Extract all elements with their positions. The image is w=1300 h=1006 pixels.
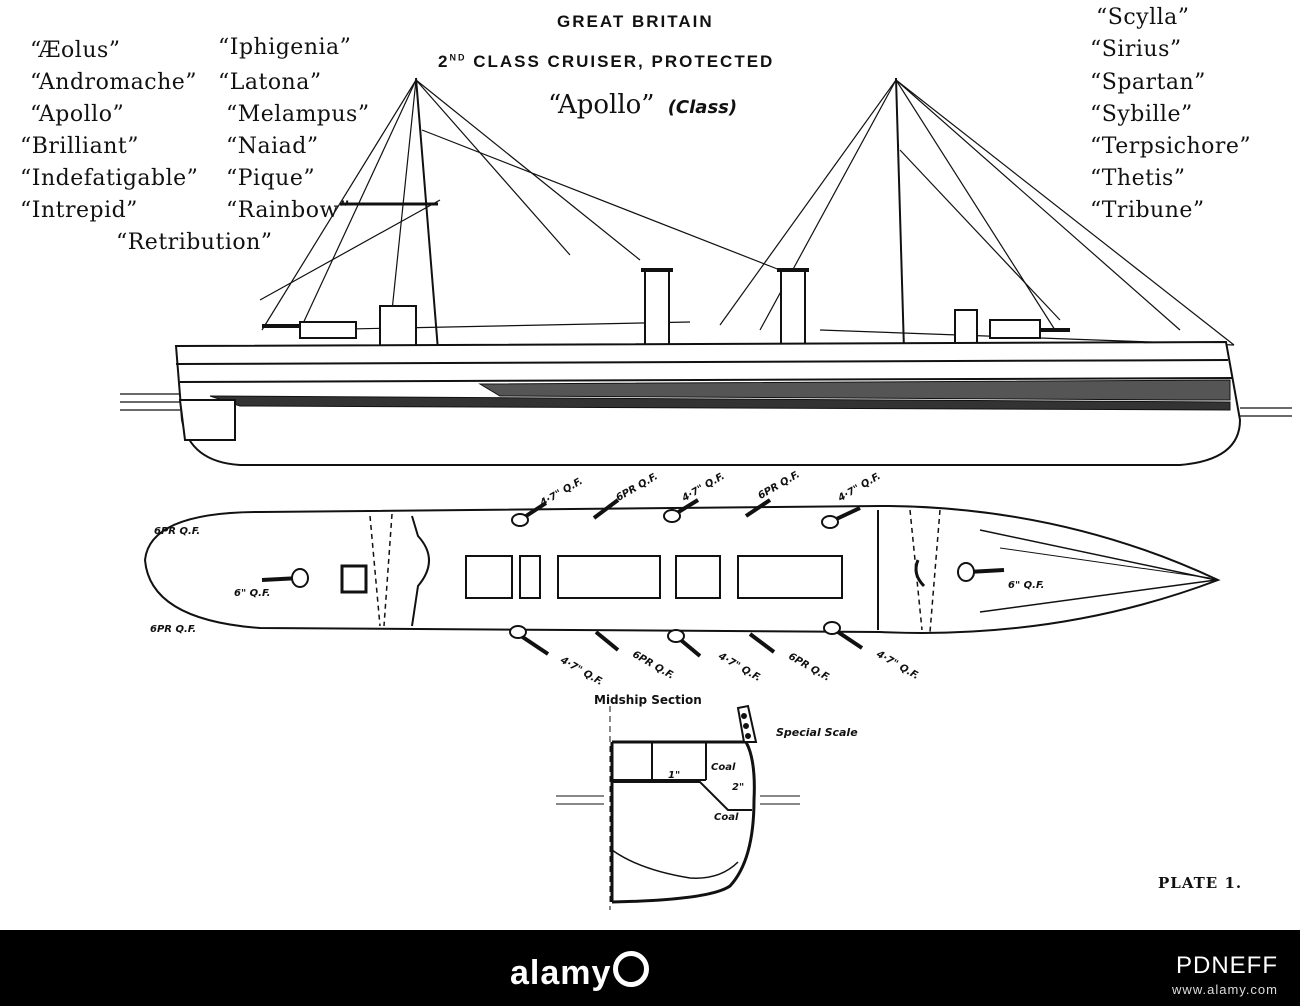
ship-name-indefatigable: “Indefatigable” — [20, 166, 199, 191]
site-url: www.alamy.com — [1172, 982, 1278, 997]
class-suffix: (Class) — [667, 97, 738, 118]
coal-upper-label: Coal — [711, 762, 736, 773]
ship-name-intrepid: “Intrepid” — [20, 198, 138, 223]
aft-funnel — [780, 269, 806, 351]
ship-name-sybille: “Sybille” — [1090, 102, 1193, 127]
ship-name-melampus: “Melampus” — [226, 102, 370, 127]
fore-rigging — [259, 79, 781, 331]
ship-name-tribune: “Tribune” — [1090, 198, 1205, 223]
plate-sheet: GREAT BRITAIN 2ND CLASS CRUISER, PROTECT… — [20, 5, 1292, 910]
fore-funnel — [644, 269, 670, 351]
ram-bow — [178, 399, 236, 441]
armor-2-label: 2" — [732, 782, 745, 793]
plate-label: PLATE 1. — [1158, 874, 1243, 892]
main-mast — [895, 77, 905, 351]
midship-section-title: Midship Section — [594, 693, 702, 707]
special-scale-label: Special Scale — [776, 726, 858, 739]
gun-label-stern-main: 6" Q.F. — [1008, 580, 1045, 591]
class-description: CLASS CRUISER, PROTECTED — [473, 52, 775, 71]
class-name: “Apollo” — [548, 90, 655, 120]
ship-name-aeolus: “Æolus” — [30, 38, 121, 63]
ship-name-thetis: “Thetis” — [1090, 166, 1186, 191]
ship-name-spartan: “Spartan” — [1090, 70, 1206, 95]
ship-name-latona: “Latona” — [218, 70, 322, 95]
midship-section — [556, 704, 800, 910]
ship-name-andromache: “Andromache” — [30, 70, 198, 95]
watermark-footer: alamy PDNEFF www.alamy.com — [0, 930, 1300, 1006]
gun-label-bow-upper: 6PR Q.F. — [154, 526, 201, 537]
ship-name-pique: “Pique” — [226, 166, 316, 191]
ship-name-iphigenia: “Iphigenia” — [218, 35, 352, 60]
class-number: 2 — [438, 52, 450, 71]
class-sup: ND — [449, 52, 467, 63]
gun-label-bow-lower: 6PR Q.F. — [150, 624, 197, 635]
image-code: PDNEFF — [1176, 952, 1278, 979]
ship-name-scylla: “Scylla” — [1096, 5, 1190, 30]
ship-name-terpsichore: “Terpsichore” — [1090, 134, 1252, 159]
ship-name-apollo: “Apollo” — [30, 102, 125, 127]
fore-mast — [415, 77, 439, 351]
brand-name: alamy — [510, 954, 612, 992]
gun-label-bow-main: 6" Q.F. — [234, 588, 271, 599]
ship-drawing — [120, 77, 1292, 910]
ship-name-sirius: “Sirius” — [1090, 37, 1182, 62]
class-title: 2ND CLASS CRUISER, PROTECTED — [438, 52, 774, 72]
brand-logo: alamy — [510, 948, 650, 993]
class-name-line: “Apollo” (Class) — [548, 90, 737, 120]
country-title: GREAT BRITAIN — [557, 12, 714, 31]
armor-1-label: 1" — [668, 770, 681, 781]
waterline — [120, 393, 1292, 417]
ship-name-naiad: “Naiad” — [226, 134, 319, 159]
ship-name-brilliant: “Brilliant” — [20, 134, 139, 159]
coal-lower-label: Coal — [714, 812, 739, 823]
ship-name-rainbow: “Rainbow” — [226, 198, 351, 223]
ship-name-retribution: “Retribution” — [116, 230, 273, 255]
brand-ring-icon — [613, 951, 650, 987]
